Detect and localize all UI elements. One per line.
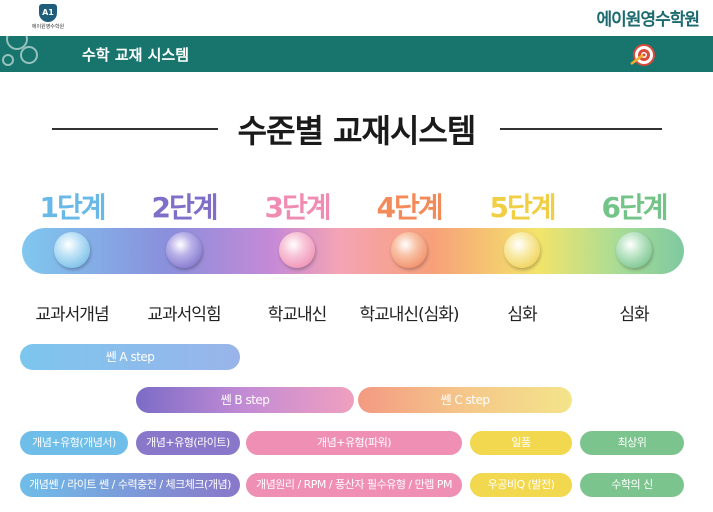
- title-divider-left: [52, 128, 218, 130]
- deco-circle-icon: [20, 46, 38, 64]
- target-dart-icon: [630, 44, 655, 66]
- main-title: 수준별 교재시스템: [237, 112, 477, 150]
- stage-3-label: 3단계: [264, 191, 331, 224]
- title-divider-right: [500, 128, 662, 130]
- page-title: 수학 교재 시스템: [82, 46, 190, 64]
- stage-5-marker-icon: [504, 232, 540, 268]
- book-titles-1: 개념쎈 / 라이트 쎈 / 수력충전 / 체크체크(개념): [20, 473, 240, 497]
- book-category-4: 일품: [470, 431, 572, 455]
- stage-2-level: 교과서익힘: [147, 305, 221, 325]
- stage-2-label: 2단계: [151, 191, 218, 224]
- stage-1-label: 1단계: [39, 191, 106, 224]
- book-titles-2: 개념원리 / RPM / 풍산자 필수유형 / 만렙 PM: [246, 473, 462, 497]
- header-bar: 수학 교재 시스템: [0, 28, 713, 72]
- book-category-3: 개념+유형(파워): [246, 431, 462, 455]
- book-titles-3: 우공비Q (발전): [470, 473, 572, 497]
- book-titles-4: 수학의 신: [580, 473, 684, 497]
- logo-mark: A1: [42, 8, 54, 17]
- stage-1-marker-icon: [54, 232, 90, 268]
- level-progress-bar: [22, 228, 684, 274]
- stage-1-level: 교과서개념: [35, 305, 109, 325]
- stage-4-label: 4단계: [376, 191, 443, 224]
- deco-circle-icon: [2, 54, 14, 66]
- stage-3-level: 학교내신: [267, 305, 328, 325]
- deco-circle-icon: [6, 28, 28, 50]
- stage-4-marker-icon: [391, 232, 427, 268]
- book-category-5: 최상위: [580, 431, 684, 455]
- stage-2-marker-icon: [166, 232, 202, 268]
- stage-3-marker-icon: [279, 232, 315, 268]
- logo-text: 에이원영수학원: [31, 24, 65, 30]
- book-category-1: 개념+유형(개념서): [20, 431, 128, 455]
- book-category-2: 개념+유형(라이트): [136, 431, 240, 455]
- ssen-b-step-bar: 쎈 B step: [136, 387, 354, 413]
- ssen-a-step-bar: 쎈 A step: [20, 344, 240, 370]
- logo-shield-icon: A1: [39, 4, 57, 22]
- brand-name: 에이원영수학원: [596, 10, 700, 30]
- stage-4-level: 학교내신(심화): [359, 305, 459, 325]
- stage-5-label: 5단계: [489, 191, 556, 224]
- stage-6-marker-icon: [616, 232, 652, 268]
- main-title-section: 수준별 교재시스템: [0, 102, 713, 152]
- ssen-c-step-bar: 쎈 C step: [358, 387, 572, 413]
- academy-logo: A1 에이원영수학원: [30, 4, 66, 36]
- stage-6-label: 6단계: [601, 191, 668, 224]
- stage-5-level: 심화: [507, 305, 537, 325]
- stage-6-level: 심화: [619, 305, 649, 325]
